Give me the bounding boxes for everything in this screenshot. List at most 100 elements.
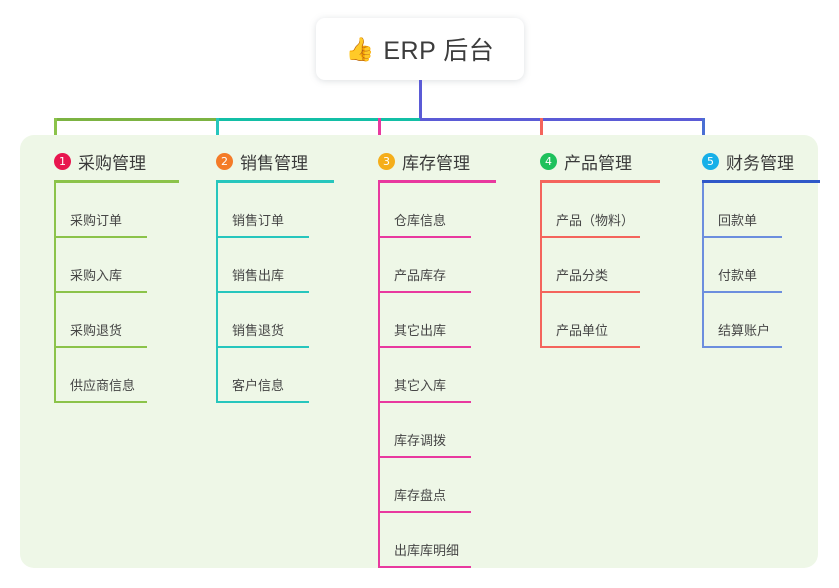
branch-leaf-list-3: 仓库信息产品库存其它出库其它入库库存调拨库存盘点出库库明细: [378, 183, 491, 568]
leaf-stem-wire: [378, 403, 380, 458]
leaf-underline: [54, 236, 147, 238]
leaf-item[interactable]: 产品库存: [378, 238, 491, 293]
branch-header-1[interactable]: 1 采购管理: [36, 147, 196, 175]
leaf-stem-wire: [216, 183, 218, 238]
leaf-stem-wire: [378, 183, 380, 238]
leaf-item[interactable]: 客户信息: [216, 348, 329, 403]
leaf-item[interactable]: 回款单: [702, 183, 802, 238]
leaf-underline: [378, 236, 471, 238]
leaf-stem-wire: [216, 293, 218, 348]
branch-title-5: 财务管理: [726, 153, 794, 173]
leaf-underline: [378, 346, 471, 348]
leaf-stem-wire: [216, 238, 218, 293]
leaf-item[interactable]: 销售订单: [216, 183, 329, 238]
leaf-underline: [702, 291, 782, 293]
leaf-label: 回款单: [718, 213, 758, 228]
root-stem-wire: [419, 80, 422, 121]
leaf-item[interactable]: 销售出库: [216, 238, 329, 293]
branch-column-5: 5 财务管理回款单付款单结算账户: [684, 147, 834, 348]
leaf-item[interactable]: 其它出库: [378, 293, 491, 348]
branch-number-badge-2: 2: [216, 152, 233, 170]
leaf-stem-wire: [702, 183, 704, 238]
branch-header-5[interactable]: 5 财务管理: [684, 147, 834, 175]
leaf-label: 库存盘点: [394, 488, 447, 503]
branch-number-badge-3: 3: [378, 152, 395, 170]
leaf-label: 其它入库: [394, 378, 447, 393]
leaf-item[interactable]: 采购订单: [54, 183, 167, 238]
branch-underline-2: [216, 180, 334, 183]
leaf-label: 采购订单: [70, 213, 123, 228]
column-drop-wire-5: [702, 118, 705, 148]
leaf-label: 采购退货: [70, 323, 123, 338]
leaf-label: 销售退货: [232, 323, 285, 338]
leaf-item[interactable]: 库存调拨: [378, 403, 491, 458]
leaf-item[interactable]: 采购入库: [54, 238, 167, 293]
leaf-item[interactable]: 销售退货: [216, 293, 329, 348]
branch-leaf-list-1: 采购订单采购入库采购退货供应商信息: [54, 183, 167, 403]
leaf-label: 产品分类: [556, 268, 609, 283]
leaf-label: 产品（物料）: [556, 213, 635, 228]
branch-underline-4: [540, 180, 660, 183]
leaf-label: 销售订单: [232, 213, 285, 228]
leaf-underline: [216, 236, 309, 238]
branch-title-3: 库存管理: [402, 153, 470, 173]
leaf-stem-wire: [54, 238, 56, 293]
leaf-underline: [540, 291, 640, 293]
leaf-label: 供应商信息: [70, 378, 136, 393]
leaf-label: 销售出库: [232, 268, 285, 283]
column-drop-wire-4: [540, 118, 543, 148]
branch-underline-3: [378, 180, 496, 183]
leaf-underline: [702, 236, 782, 238]
leaf-stem-wire: [540, 183, 542, 238]
branch-column-1: 1 采购管理采购订单采购入库采购退货供应商信息: [36, 147, 196, 403]
column-drop-wire-2: [216, 118, 219, 148]
branch-header-2[interactable]: 2 销售管理: [198, 147, 358, 175]
leaf-underline: [54, 346, 147, 348]
branch-column-2: 2 销售管理销售订单销售出库销售退货客户信息: [198, 147, 358, 403]
leaf-item[interactable]: 结算账户: [702, 293, 802, 348]
leaf-underline: [216, 291, 309, 293]
leaf-underline: [378, 511, 471, 513]
leaf-item[interactable]: 出库库明细: [378, 513, 491, 568]
bus-segment-teal: [216, 118, 422, 121]
branch-title-2: 销售管理: [240, 153, 308, 173]
leaf-stem-wire: [378, 458, 380, 513]
leaf-item[interactable]: 库存盘点: [378, 458, 491, 513]
thumbs-up-icon: 👍: [345, 35, 375, 62]
leaf-stem-wire: [378, 293, 380, 348]
branch-header-3[interactable]: 3 库存管理: [360, 147, 530, 175]
root-node-erp-backend[interactable]: 👍 ERP 后台: [316, 18, 524, 80]
leaf-label: 客户信息: [232, 378, 285, 393]
branch-number-badge-1: 1: [54, 152, 71, 170]
leaf-stem-wire: [702, 238, 704, 293]
leaf-item[interactable]: 供应商信息: [54, 348, 167, 403]
leaf-stem-wire: [54, 183, 56, 238]
leaf-underline: [216, 346, 309, 348]
leaf-item[interactable]: 产品单位: [540, 293, 660, 348]
leaf-item[interactable]: 采购退货: [54, 293, 167, 348]
branch-title-1: 采购管理: [78, 153, 146, 173]
branch-number-badge-5: 5: [702, 152, 719, 170]
branch-underline-1: [54, 180, 179, 183]
leaf-underline: [378, 401, 471, 403]
leaf-label: 付款单: [718, 268, 758, 283]
leaf-item[interactable]: 仓库信息: [378, 183, 491, 238]
leaf-stem-wire: [54, 348, 56, 403]
branch-leaf-list-4: 产品（物料） 产品分类产品单位: [540, 183, 660, 348]
leaf-label: 采购入库: [70, 268, 123, 283]
leaf-label: 结算账户: [718, 323, 771, 338]
leaf-label: 出库库明细: [394, 543, 460, 558]
leaf-item[interactable]: 产品分类: [540, 238, 660, 293]
leaf-stem-wire: [540, 238, 542, 293]
leaf-item[interactable]: 付款单: [702, 238, 802, 293]
leaf-underline: [540, 236, 640, 238]
leaf-stem-wire: [216, 348, 218, 403]
branch-title-4: 产品管理: [564, 153, 632, 173]
leaf-item[interactable]: 其它入库: [378, 348, 491, 403]
leaf-underline: [540, 346, 640, 348]
leaf-item[interactable]: 产品（物料）: [540, 183, 660, 238]
leaf-label: 其它出库: [394, 323, 447, 338]
